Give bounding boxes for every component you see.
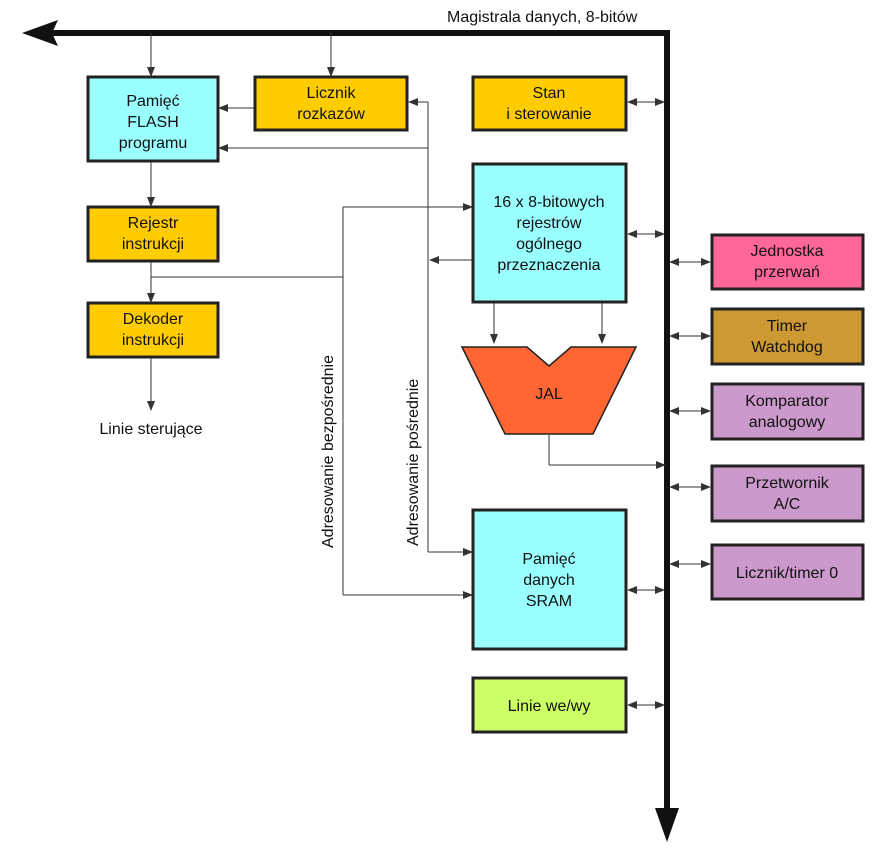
instruction-decoder: Dekoder instrukcji (86, 301, 220, 359)
bus-arrow-left (22, 20, 58, 46)
timer0-label: Licznik/timer 0 (736, 565, 838, 582)
decoder-label-1: Dekoder (123, 311, 184, 328)
interrupt-label-2: przerwań (754, 264, 820, 281)
timer-counter-0: Licznik/timer 0 (710, 543, 865, 601)
indirect-addressing-label: Adresowanie pośrednie (405, 379, 422, 546)
flash-label-3: programu (119, 135, 187, 152)
decoder-label-2: instrukcji (122, 332, 184, 349)
flash-label-2: FLASH (127, 114, 179, 131)
ir-label-2: instrukcji (122, 236, 184, 253)
registers-label-4: przeznaczenia (497, 257, 600, 274)
program-counter: Licznik rozkazów (253, 75, 409, 132)
status-label-2: i sterowanie (506, 106, 591, 123)
interrupt-unit: Jednostka przerwań (710, 233, 865, 291)
control-lines-label: Linie sterujące (99, 421, 202, 438)
adc-converter: Przetwornik A/C (710, 464, 865, 523)
pc-label-1: Licznik (307, 85, 357, 102)
comparator-label-2: analogowy (749, 414, 826, 431)
general-purpose-registers: 16 x 8-bitowych rejestrów ogólnego przez… (471, 162, 628, 304)
alu: JAL (460, 346, 638, 435)
adc-label-2: A/C (774, 496, 801, 513)
registers-label-3: ogólnego (516, 236, 582, 253)
status-label-1: Stan (533, 85, 566, 102)
pc-label-2: rozkazów (297, 106, 365, 123)
ir-label-1: Rejestr (128, 215, 179, 232)
interrupt-label-1: Jednostka (751, 243, 824, 260)
watchdog-timer: Timer Watchdog (710, 307, 865, 366)
bus-arrow-down (655, 808, 679, 842)
io-lines: Linie we/wy (471, 676, 628, 734)
data-bus: Magistrala danych, 8-bitów (22, 9, 679, 842)
watchdog-label-1: Timer (767, 318, 808, 335)
sram-label-3: SRAM (526, 593, 572, 610)
comparator-label-1: Komparator (745, 393, 829, 410)
registers-label-1: 16 x 8-bitowych (493, 194, 604, 211)
analog-comparator: Komparator analogowy (710, 382, 865, 441)
connections (147, 33, 711, 709)
sram-label-1: Pamięć (522, 551, 575, 568)
registers-label-2: rejestrów (517, 215, 582, 232)
watchdog-label-2: Watchdog (751, 339, 822, 356)
adc-label-1: Przetwornik (745, 475, 830, 492)
flash-program-memory: Pamięć FLASH programu (86, 75, 220, 163)
instruction-register: Rejestr instrukcji (86, 205, 220, 263)
sram-data-memory: Pamięć danych SRAM (471, 508, 628, 651)
io-label: Linie we/wy (508, 698, 591, 715)
bus-label: Magistrala danych, 8-bitów (447, 9, 638, 26)
status-control: Stan i sterowanie (471, 75, 628, 132)
flash-label-1: Pamięć (126, 93, 179, 110)
sram-label-2: danych (523, 572, 575, 589)
alu-label: JAL (535, 386, 563, 403)
direct-addressing-label: Adresowanie bezpośrednie (320, 355, 337, 548)
